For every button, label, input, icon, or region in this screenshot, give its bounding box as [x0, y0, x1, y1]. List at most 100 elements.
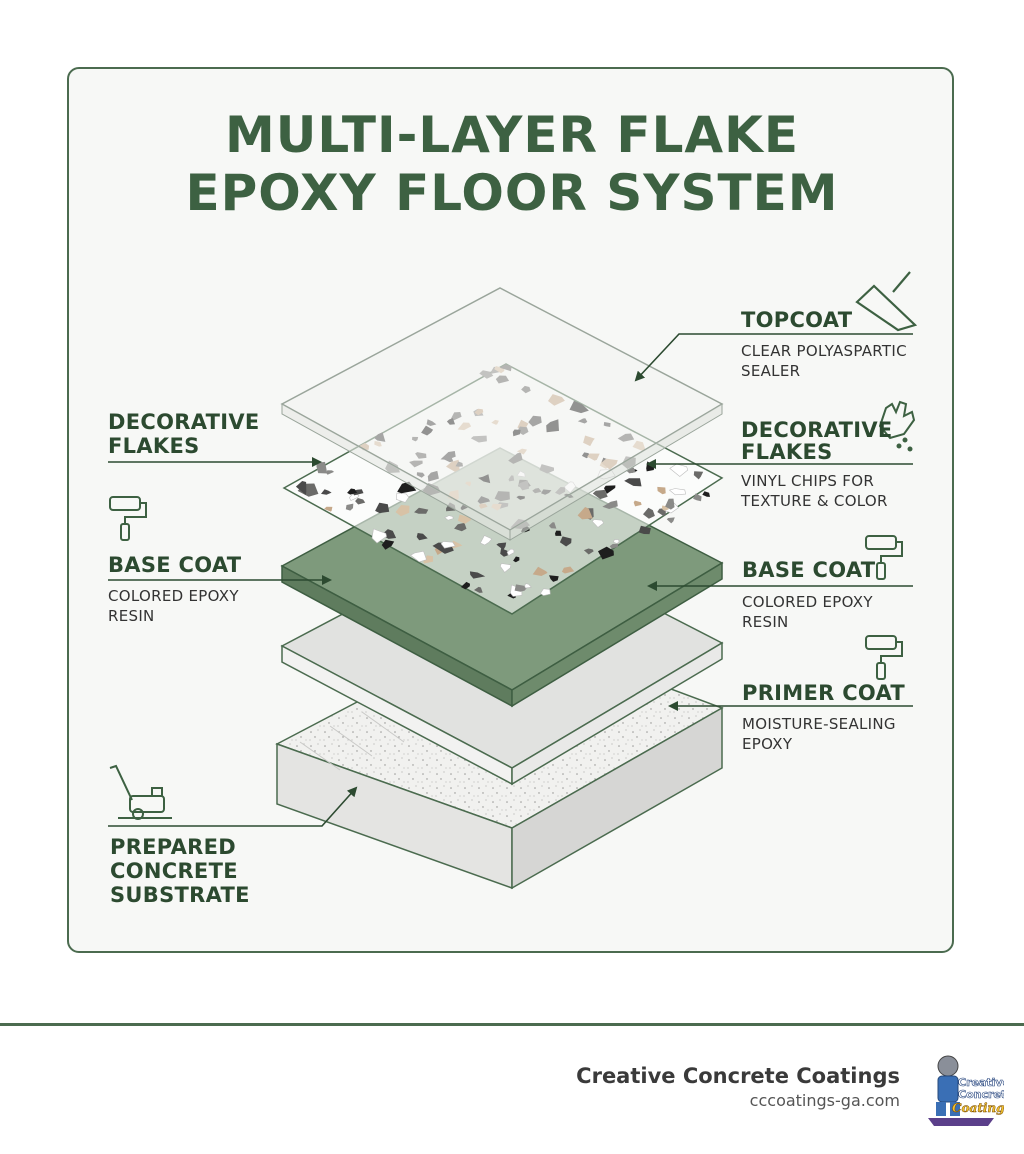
hand-broadcast-icon [878, 400, 916, 452]
paint-roller-icon [865, 635, 903, 680]
flake-chip [295, 481, 307, 495]
flake-chip [469, 571, 486, 579]
topcoat-heading: TOPCOAT [741, 308, 853, 332]
flakes-right-heading-line-1: DECORATIVE [741, 418, 893, 442]
flake-chip [347, 488, 358, 495]
primer-heading: PRIMER COAT [742, 681, 906, 705]
flake-chip [561, 566, 575, 574]
flakes-right-desc-line-2: TEXTURE & COLOR [741, 492, 888, 510]
substrate-heading-line-2: CONCRETE [110, 859, 238, 883]
flake-chip [592, 489, 608, 500]
base-right-desc-line-2: RESIN [742, 613, 789, 631]
flake-chip [602, 500, 618, 509]
flake-chip [638, 525, 651, 535]
flake-chip [454, 522, 467, 532]
flake-chip [657, 486, 666, 495]
flake-chip [440, 541, 456, 549]
flake-chip [423, 555, 434, 564]
flake-chip [460, 581, 470, 590]
paint-roller-icon [865, 535, 903, 580]
topcoat-desc-line-1: CLEAR POLYASPARTIC [741, 342, 907, 360]
page-title-line-1: MULTI-LAYER FLAKE [224, 106, 800, 164]
flake-chip [693, 471, 704, 480]
primer-desc-line-1: MOISTURE-SEALING [742, 715, 896, 733]
flake-chip [702, 491, 710, 497]
flake-chip [524, 583, 532, 589]
flake-chip [539, 588, 551, 596]
flake-chip [668, 488, 686, 496]
flake-chip [324, 506, 333, 512]
base-right-desc-line-1: COLORED EPOXY [742, 593, 873, 611]
flake-chip [624, 478, 642, 487]
company-url[interactable]: cccoatings-ga.com [749, 1091, 900, 1110]
flake-chip [666, 517, 675, 524]
flake-chip [643, 507, 655, 519]
logo-text-line-1: Creative [958, 1076, 1004, 1089]
flake-chip [506, 548, 515, 556]
flake-chip [395, 505, 410, 517]
flake-chip [613, 539, 620, 544]
flakes-right-heading-line-2: FLAKES [741, 440, 833, 464]
flake-chip [532, 566, 548, 576]
flake-chip [345, 503, 354, 511]
flake-chip [577, 507, 593, 520]
flake-chip [500, 548, 508, 557]
topcoat-layer [280, 287, 724, 541]
mascot-logo-icon: Creative Concrete Coatings [928, 1055, 1004, 1126]
flake-chip [591, 519, 605, 528]
flake-chip [375, 502, 390, 514]
company-name: Creative Concrete Coatings [576, 1064, 900, 1088]
flake-chip [513, 556, 520, 563]
flake-chip [414, 507, 429, 514]
leader-lines [108, 333, 913, 827]
flake-chip [395, 492, 410, 503]
flake-chip [355, 498, 366, 505]
flake-chip [321, 489, 332, 495]
paint-roller-icon [109, 496, 147, 541]
flakes-right-desc-line-1: VINYL CHIPS FOR [741, 472, 875, 490]
flake-chip [326, 470, 335, 475]
flake-chip [633, 500, 642, 507]
flake-chip [444, 515, 454, 521]
flakes-left-heading-line-2: FLAKES [108, 434, 200, 458]
flake-chip [548, 522, 557, 529]
flake-chip [559, 536, 572, 547]
primer-desc-line-2: EPOXY [742, 735, 793, 753]
flake-chip [410, 550, 427, 563]
topcoat-desc-line-2: SEALER [741, 362, 801, 380]
flake-chip [609, 543, 619, 549]
flake-chip [549, 575, 559, 582]
base-right-heading: BASE COAT [742, 558, 876, 582]
flake-chip [316, 461, 328, 474]
logo-text-line-2: Concrete [958, 1088, 1004, 1101]
footer-divider [0, 1023, 1024, 1026]
flake-chip [457, 514, 472, 524]
flake-chip [349, 492, 360, 501]
flake-chip [371, 528, 387, 544]
flake-chip [474, 586, 483, 593]
flake-chip [604, 485, 616, 494]
flake-chip [598, 546, 614, 560]
base-left-desc-line-1: COLORED EPOXY [108, 587, 239, 605]
squeegee-icon [855, 271, 918, 332]
flake-chip [496, 542, 507, 550]
logo-text-line-3: Coatings [952, 1101, 1004, 1115]
base-left-heading: BASE COAT [108, 553, 242, 577]
floor-grinder-icon [109, 764, 172, 820]
flake-chip [583, 548, 594, 555]
base-left-desc-line-2: RESIN [108, 607, 155, 625]
flake-chip [693, 493, 702, 502]
substrate-heading-line-3: SUBSTRATE [110, 883, 250, 907]
flake-chip [479, 535, 493, 546]
flake-chip [626, 467, 636, 474]
flake-chip [499, 563, 512, 573]
flake-chip [665, 498, 675, 510]
flake-chip [416, 533, 428, 541]
page-title-line-2: EPOXY FLOOR SYSTEM [185, 164, 839, 222]
flake-chip [381, 539, 395, 550]
substrate-heading-line-1: PREPARED [110, 835, 236, 859]
flake-chip [669, 463, 689, 477]
flake-chip [555, 530, 562, 536]
flakes-left-heading-line-1: DECORATIVE [108, 410, 260, 434]
